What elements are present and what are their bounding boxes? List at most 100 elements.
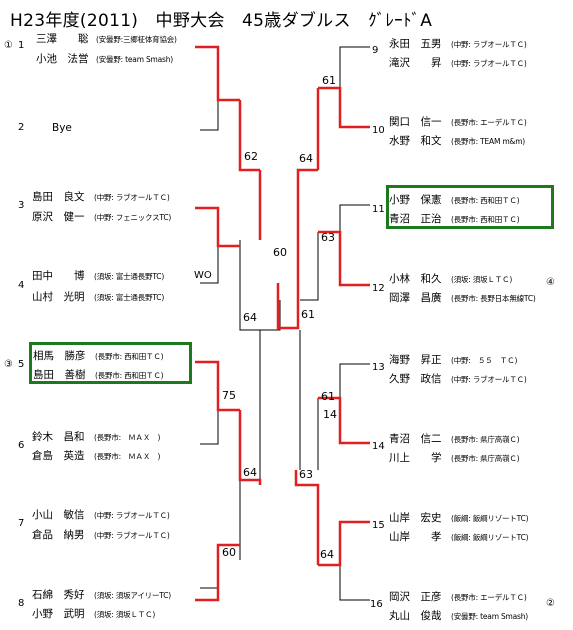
draw-number: 11 (372, 204, 385, 215)
player-name: 水野 和文 (389, 135, 442, 147)
score-label: 63 (321, 231, 335, 244)
seed-mark: ② (546, 598, 555, 609)
score-label: 61 (301, 308, 315, 321)
score-label: 64 (243, 311, 257, 324)
score-label: 60 (273, 246, 287, 259)
player-name: 関口 信一 (389, 116, 442, 128)
draw-number: 4 (18, 280, 25, 291)
player-affiliation: (長野市: 長野日本無線TC) (451, 294, 536, 303)
player-affiliation: (中野: ラブオールＴＣ) (94, 511, 170, 520)
player-name: 山岸 宏史 (389, 512, 442, 524)
player-name: 鈴木 昌和 (32, 431, 85, 443)
player-name: 小山 敏信 (32, 509, 85, 521)
draw-number: 1 (18, 40, 25, 51)
player-affiliation: (中野: ５５ ＴＣ) (451, 356, 518, 365)
player-name: 小林 和久 (389, 273, 442, 285)
score-label: 60 (222, 546, 236, 559)
draw-number: 6 (18, 440, 25, 451)
player-affiliation: (長野市: ＭＡＸ ) (94, 433, 161, 442)
draw-number: 15 (372, 520, 385, 531)
player-name: 海野 昇正 (389, 354, 442, 366)
player-affiliation: (長野市: 西和田ＴＣ) (451, 215, 520, 224)
player-affiliation: (須坂: 富士通長野TC) (94, 293, 165, 302)
player-name: 滝沢 昇 (389, 57, 442, 69)
player-affiliation: (中野: ラブオールＴＣ) (451, 375, 527, 384)
player-affiliation: (須坂: 須坂ＬＴＣ) (451, 275, 513, 284)
draw-number: 7 (18, 518, 25, 529)
draw-number: 13 (372, 362, 385, 373)
player-name: 倉島 英造 (32, 450, 85, 462)
player-affiliation: (長野市: エーデルＴＣ) (451, 593, 527, 602)
player-name: 山岸 孝 (389, 531, 442, 543)
player-name: 永田 五男 (389, 38, 442, 50)
player-name: 青沼 正治 (389, 213, 442, 225)
player-affiliation: (安曇野: team Smash) (96, 55, 174, 64)
player-affiliation: (安曇野:三郷柾体育協会) (96, 35, 177, 44)
highlight-box-entry-11 (386, 185, 554, 229)
score-label: 75 (222, 389, 236, 402)
player-affiliation: (長野市: 県庁高嶺Ｃ) (451, 435, 520, 444)
player-name: 久野 政信 (389, 373, 442, 385)
draw-number: 5 (18, 359, 25, 370)
page-title: H23年度(2011) 中野大会 45歳ダブルス ｸﾞﾚｰﾄﾞA (10, 11, 433, 31)
player-name: 青沼 信二 (389, 433, 442, 445)
draw-number: 14 (372, 441, 385, 452)
score-label: 64 (299, 152, 313, 165)
walkover-label: WO (194, 270, 212, 281)
draw-number: 10 (372, 125, 385, 136)
seed-mark: ④ (546, 277, 555, 288)
player-name: 小野 武明 (32, 608, 85, 620)
player-name: 岡澤 昌廣 (389, 292, 442, 304)
highlight-box-entry-5 (29, 342, 192, 384)
draw-number: 9 (372, 45, 379, 56)
draw-number: 8 (18, 598, 25, 609)
player-name: 三澤 聡 (36, 33, 89, 45)
player-affiliation: (長野市: 西和田ＴＣ) (95, 371, 164, 380)
player-affiliation: (長野市: TEAM m&m) (451, 137, 526, 146)
player-name: 相馬 勝彦 (33, 350, 86, 362)
player-name: 島田 善樹 (33, 369, 86, 381)
player-affiliation: (須坂: 須坂アイリーTC) (94, 591, 171, 600)
player-name: 川上 学 (389, 452, 442, 464)
player-name: 原沢 健一 (32, 211, 85, 223)
player-affiliation: (中野: ラブオールＴＣ) (451, 59, 527, 68)
player-affiliation: (長野市: 西和田ＴＣ) (451, 196, 520, 205)
player-affiliation: (長野市: エーデルＴＣ) (451, 118, 527, 127)
player-name: 石綿 秀好 (32, 589, 85, 601)
player-name: 山村 光明 (32, 291, 85, 303)
player-affiliation: (中野: ラブオールＴＣ) (451, 40, 527, 49)
player-affiliation: (中野: フェニックスTC) (94, 213, 172, 222)
score-label: 64 (320, 548, 334, 561)
player-name: 小野 保憲 (389, 194, 442, 206)
score-label: 61 (322, 74, 336, 87)
player-affiliation: (安曇野: team Smash) (451, 612, 529, 621)
player-affiliation: (長野市: 西和田ＴＣ) (95, 352, 164, 361)
score-label: 64 (243, 466, 257, 479)
draw-number: 3 (18, 200, 25, 211)
player-affiliation: (須坂: 富士通長野TC) (94, 272, 165, 281)
bye-label: Bye (52, 122, 72, 134)
score-label: 63 (299, 468, 313, 481)
player-affiliation: (飯綱: 飯綱リゾートTC) (451, 533, 529, 542)
player-name: 倉品 納男 (32, 529, 85, 541)
player-name: 田中 博 (32, 270, 85, 282)
score-label: 61 (321, 390, 335, 403)
draw-number: 16 (370, 599, 383, 610)
player-affiliation: (中野: ラブオールＴＣ) (94, 531, 170, 540)
player-name: 岡沢 正彦 (389, 591, 442, 603)
player-affiliation: (須坂: 須坂ＬＴＣ) (94, 610, 156, 619)
player-name: 島田 良文 (32, 191, 85, 203)
seed-mark: ① (4, 40, 13, 51)
player-affiliation: (飯綱: 飯綱リゾートTC) (451, 514, 529, 523)
player-affiliation: (中野: ラブオールＴＣ) (94, 193, 170, 202)
score-label: 62 (244, 150, 258, 163)
score-label: 14 (323, 408, 337, 421)
player-affiliation: (長野市: 県庁高嶺Ｃ) (451, 454, 520, 463)
draw-number: 2 (18, 122, 25, 133)
player-name: 丸山 俊哉 (389, 610, 442, 622)
player-affiliation: (長野市: ＭＡＸ ) (94, 452, 161, 461)
player-name: 小池 法営 (36, 53, 89, 65)
seed-mark: ③ (4, 359, 13, 370)
draw-number: 12 (372, 283, 385, 294)
